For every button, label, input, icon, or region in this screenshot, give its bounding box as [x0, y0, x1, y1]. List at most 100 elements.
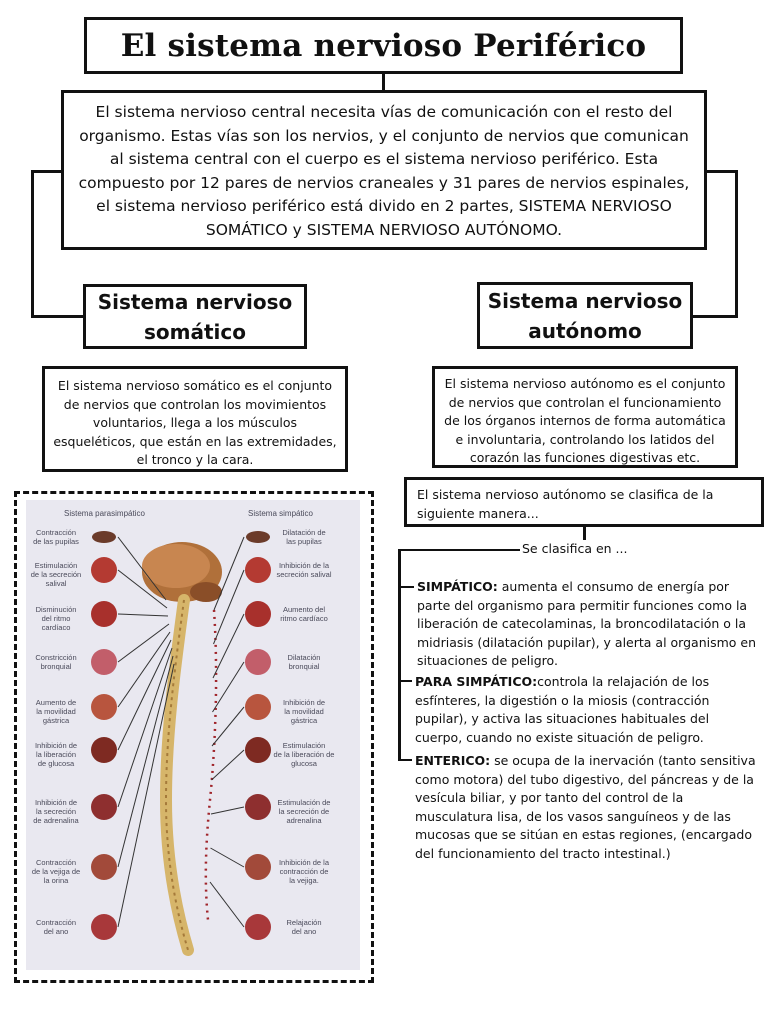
connector-right-vertical — [735, 170, 738, 318]
sympathetic-nerve-9 — [209, 881, 245, 928]
bracket-enterico — [398, 759, 412, 761]
parasympathetic-nerve-4 — [117, 623, 170, 663]
sympathetic-nerves — [209, 536, 245, 928]
para-label-line: cardíaco — [42, 623, 71, 632]
para-label-line: de la vejiga de — [32, 867, 80, 876]
simpatico-term: SIMPÁTICO: — [417, 579, 498, 594]
enterico-term: ENTERICO: — [415, 753, 491, 768]
simp-label-line: la movilidad — [284, 707, 324, 716]
para-label-line: Contracción — [36, 918, 76, 927]
left-organ-6 — [91, 737, 117, 763]
simp-label-line: Inhibición de la — [279, 561, 330, 570]
simp-label-line: Inhibición de la — [279, 858, 330, 867]
para-label-line: salival — [46, 579, 67, 588]
simp-label-line: Inhibición de — [283, 698, 325, 707]
intro-box: El sistema nervioso central necesita vía… — [61, 90, 707, 250]
simp-label-line: adrenalina — [286, 816, 322, 825]
autonomo-description: El sistema nervioso autónomo es el conju… — [432, 366, 738, 468]
connector-left-top — [31, 170, 63, 173]
parasympathetic-nerve-9 — [117, 663, 175, 928]
sympathetic-nerve-2 — [213, 569, 245, 645]
right-organ-4 — [245, 649, 271, 675]
autonomo-description-text: El sistema nervioso autónomo es el conju… — [444, 376, 726, 465]
sympathetic-nerve-3 — [212, 613, 245, 679]
page-title: El sistema nervioso Periférico — [84, 17, 683, 74]
enterico-definition: ENTERICO: se ocupa de la inervación (tan… — [415, 752, 760, 863]
simp-label-line: Estimulación de — [278, 798, 331, 807]
para-label-line: Contracción — [36, 528, 76, 537]
left-organ-8 — [91, 854, 117, 880]
para-label-line: la movilidad — [36, 707, 76, 716]
right-organs — [245, 531, 271, 940]
para-label-line: la secreción — [36, 807, 76, 816]
para-label-line: la liberación — [36, 750, 76, 759]
para-label-line: Constricción — [35, 653, 76, 662]
para-label-line: gástrica — [43, 716, 70, 725]
sympathetic-nerve-7 — [210, 806, 245, 815]
spinal-cord — [159, 594, 194, 956]
simp-label-line: bronquial — [289, 662, 320, 671]
para-label-line: bronquial — [41, 662, 72, 671]
parasimpatico-header: Sistema parasimpático — [64, 509, 145, 518]
parasympathetic-nerves — [117, 536, 175, 928]
parasympathetic-nerve-1 — [117, 536, 167, 601]
connector-right-bottom — [692, 315, 738, 318]
enterico-text: se ocupa de la inervación (tanto sensiti… — [415, 753, 756, 861]
simp-label-line: la secreción de — [279, 807, 329, 816]
somatico-description: El sistema nervioso somático es el conju… — [42, 366, 348, 472]
para-label-line: de la secreción — [31, 570, 81, 579]
right-organ-3 — [245, 601, 271, 627]
simp-label-line: ritmo cardíaco — [280, 614, 328, 623]
para-label-line: Inhibición de — [35, 741, 77, 750]
simp-label-line: glucosa — [291, 759, 318, 768]
simpatico-text: aumenta el consumo de energía por parte … — [417, 579, 757, 668]
left-organ-4 — [91, 649, 117, 675]
somatico-heading-text: Sistema nervioso somático — [97, 289, 293, 344]
nervous-system-illustration: Sistema parasimpático Sistema simpático … — [31, 509, 335, 956]
right-organ-9 — [245, 914, 271, 940]
simp-label-line: de la liberación de — [274, 750, 335, 759]
simp-label-line: las pupilas — [286, 537, 322, 546]
bracket-vertical — [398, 549, 401, 761]
se-clasifica-label: Se clasifica en ... — [522, 541, 628, 556]
para-label-line: de glucosa — [38, 759, 75, 768]
para-label-line: la orina — [44, 876, 69, 885]
simp-label-line: Dilatación — [288, 653, 321, 662]
right-organ-5 — [245, 694, 271, 720]
para-label-line: Estimulación — [35, 561, 78, 570]
simpatico-header: Sistema simpático — [248, 509, 313, 518]
left-organ-2 — [91, 557, 117, 583]
right-organ-8 — [245, 854, 271, 880]
connector-left-bottom — [31, 315, 84, 318]
parasimpatico-text: controla la relajación de los esfínteres… — [415, 674, 710, 745]
right-organ-2 — [245, 557, 271, 583]
left-organ-3 — [91, 601, 117, 627]
parasympathetic-nerve-2 — [117, 569, 168, 609]
parasympathetic-nerve-7 — [117, 647, 173, 808]
simp-label-line: Estimulación — [283, 741, 326, 750]
connector-left-vertical — [31, 170, 34, 318]
sympathetic-chain — [204, 609, 218, 921]
para-label-line: de las pupilas — [33, 537, 79, 546]
parasympathetic-nerve-6 — [117, 639, 172, 751]
sympathetic-nerve-1 — [213, 536, 245, 611]
parasimpatico-term: PARA SIMPÁTICO: — [415, 674, 538, 689]
sympathetic-nerve-5 — [211, 706, 245, 747]
parasympathetic-nerve-8 — [117, 655, 174, 868]
connector-title-intro — [382, 73, 385, 91]
simp-label-line: la vejiga. — [289, 876, 319, 885]
right-organ-6 — [245, 737, 271, 763]
somatico-heading: Sistema nervioso somático — [83, 284, 307, 349]
